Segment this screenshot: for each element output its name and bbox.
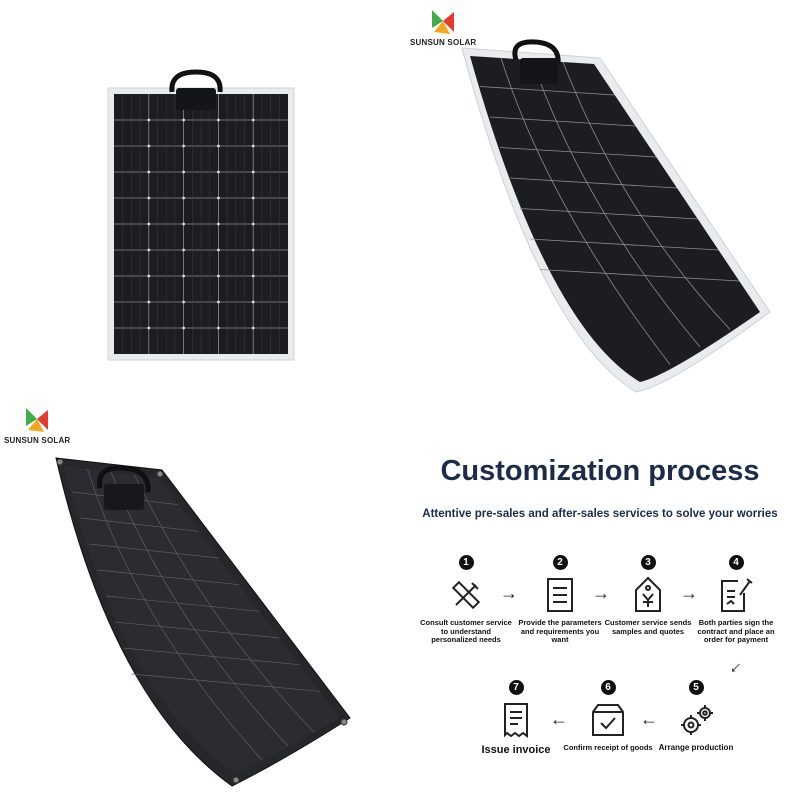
step-label: Confirm receipt of goods <box>563 743 653 752</box>
brand-name: SUNSUN SOLAR <box>410 38 477 47</box>
solar-panel-bent <box>461 39 771 393</box>
step-number: 4 <box>728 555 744 570</box>
arrow-right-icon: → <box>500 583 518 603</box>
arrow-left-icon: ← <box>640 709 658 729</box>
step-number: 2 <box>552 555 568 570</box>
product-photo-flat-panel <box>0 0 400 400</box>
step-label: Issue invoice <box>481 744 551 756</box>
arrow-left-icon: ← <box>550 709 568 729</box>
gears-icon <box>681 705 713 735</box>
invoice-icon <box>504 703 528 738</box>
price-tag-yen-icon <box>635 576 661 612</box>
process-step-3: 3 Customer service sends samples and quo… <box>600 555 696 636</box>
process-step-1: 1 Consult customer service to understand… <box>418 555 514 645</box>
step-label: Provide the parameters and requirements … <box>518 618 602 644</box>
step-label: Customer service sends samples and quote… <box>604 618 692 636</box>
customization-process-infographic: Customization process Attentive pre-sale… <box>400 400 800 800</box>
process-step-4: 4 Both parties sign the contract and pla… <box>688 555 784 645</box>
step-label: Consult customer service to understand p… <box>420 618 512 644</box>
product-photo-bent-panel: SUNSUN SOLAR <box>400 0 800 400</box>
process-subtitle: Attentive pre-sales and after-sales serv… <box>422 508 778 520</box>
step-number: 3 <box>640 555 656 570</box>
arrow-down-icon: ↓ <box>726 656 747 678</box>
process-step-7: 7 Issue invoice <box>468 680 564 756</box>
contract-pen-icon <box>721 578 753 612</box>
step-number: 6 <box>600 680 616 695</box>
arrow-right-icon: → <box>592 583 610 603</box>
product-photo-bent-panel-dark: SUNSUN SOLAR <box>0 400 400 800</box>
document-list-icon <box>547 578 573 612</box>
step-number: 1 <box>458 555 474 570</box>
arrow-right-icon: → <box>680 583 698 603</box>
sunsun-logo-icon <box>432 10 455 34</box>
step-number: 5 <box>688 680 704 695</box>
solar-panel-flat <box>107 69 295 361</box>
sunsun-logo-icon <box>26 408 49 432</box>
step-label: Arrange production <box>658 743 734 752</box>
solar-panel-bent-dark <box>55 457 351 787</box>
brand-logo: SUNSUN SOLAR <box>4 404 70 445</box>
process-step-6: 6 Confirm receipt of goods <box>560 680 656 753</box>
process-title: Customization process <box>440 455 760 487</box>
process-step-2: 2 Provide the parameters and requirement… <box>512 555 608 645</box>
process-step-5: 5 Arrange production <box>648 680 744 753</box>
step-label: Both parties sign the contract and place… <box>697 618 775 644</box>
brand-logo: SUNSUN SOLAR <box>410 6 476 47</box>
pencil-ruler-icon <box>451 580 481 610</box>
brand-name: SUNSUN SOLAR <box>4 436 71 445</box>
step-number: 7 <box>508 680 524 695</box>
box-check-icon <box>592 704 624 736</box>
